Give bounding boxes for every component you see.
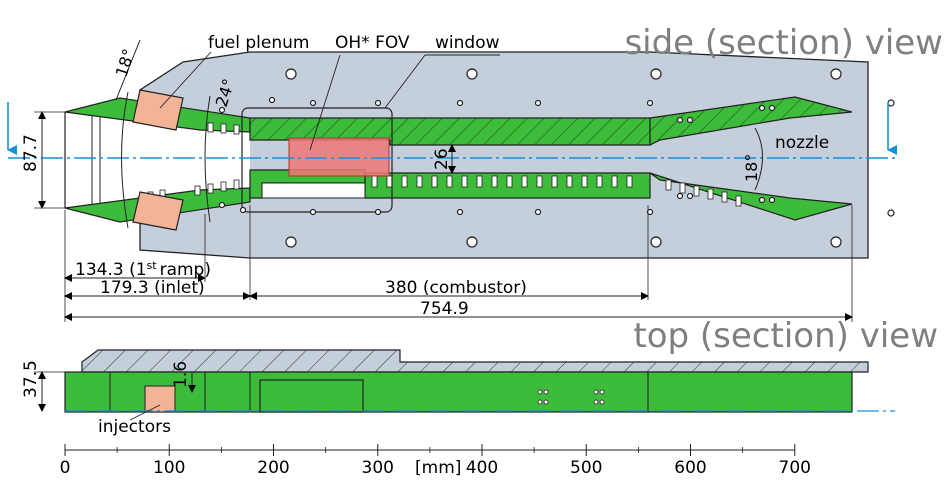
oh-fov-region bbox=[288, 137, 390, 177]
scale-tick-label-0: 0 bbox=[60, 458, 71, 478]
nozzle-upper bbox=[649, 96, 853, 146]
angle-arc-18-right bbox=[754, 127, 763, 191]
first-ramp-suffix: ramp) bbox=[160, 260, 211, 280]
inlet-injector-slots bbox=[147, 122, 240, 202]
scale-tick-label-200: 200 bbox=[257, 458, 289, 478]
top-view-title: top (section) view bbox=[633, 316, 938, 356]
dim-37-5-label: 37.5 bbox=[21, 360, 41, 398]
angle-18-left-label: 18° bbox=[112, 46, 139, 79]
scale-tick-label-100: 100 bbox=[153, 458, 185, 478]
angle-18-leader bbox=[115, 39, 141, 101]
dim-combustor-label: 380 (combustor) bbox=[385, 278, 527, 298]
dim-inlet-label: 179.3 (inlet) bbox=[100, 278, 205, 298]
scale-tick-label-600: 600 bbox=[674, 458, 706, 478]
fuel-plenum-label: fuel plenum bbox=[208, 33, 309, 53]
top-cover-plate bbox=[81, 349, 869, 373]
leader-oh-fov bbox=[309, 54, 341, 151]
scale-ticks: 0 100 200 300 400 500 600 700 bbox=[60, 444, 811, 478]
window-outline bbox=[241, 107, 393, 213]
dim-26-label: 26 bbox=[432, 148, 452, 170]
nozzle-label: nozzle bbox=[775, 133, 829, 153]
top-holes bbox=[537, 389, 605, 405]
fuel-plenum-upper bbox=[132, 89, 184, 131]
horizontal-dimensions bbox=[64, 205, 853, 322]
top-green-body bbox=[64, 371, 853, 413]
bolt-holes bbox=[218, 68, 895, 248]
window-glass bbox=[261, 182, 366, 199]
top-view bbox=[34, 349, 895, 421]
angle-18-right-label: 18° bbox=[742, 154, 761, 182]
first-ramp-sup: st bbox=[147, 259, 158, 272]
scale-unit-label: [mm] bbox=[415, 458, 461, 478]
first-ramp-value: 134.3 (1 bbox=[75, 260, 147, 280]
scale-tick-label-300: 300 bbox=[362, 458, 394, 478]
scale-bar: 0 100 200 300 400 500 600 700 bbox=[60, 444, 811, 478]
window-label: window bbox=[435, 33, 500, 53]
dim-total-label: 754.9 bbox=[420, 299, 469, 319]
nozzle-slots bbox=[665, 179, 742, 207]
angle-arc-24 bbox=[204, 95, 211, 223]
oh-fov-label: OH* FOV bbox=[335, 33, 410, 53]
injector-block bbox=[144, 385, 176, 413]
injectors-label: injectors bbox=[98, 417, 171, 437]
nozzle-lower bbox=[649, 172, 853, 221]
side-view-title: side (section) view bbox=[624, 23, 943, 63]
angle-arc-18-left bbox=[121, 91, 129, 229]
combustor-wall-slots bbox=[371, 175, 633, 188]
scale-tick-label-500: 500 bbox=[570, 458, 602, 478]
scale-tick-label-700: 700 bbox=[779, 458, 811, 478]
dim-87-7-label: 87.7 bbox=[21, 134, 41, 172]
leader-injectors bbox=[129, 404, 161, 421]
top-window bbox=[259, 379, 364, 413]
leader-window bbox=[384, 54, 426, 109]
dim-1-6-label: 1.6 bbox=[171, 361, 191, 388]
fuel-plenum-lower bbox=[132, 191, 184, 231]
side-view bbox=[7, 39, 897, 259]
inlet-channel bbox=[65, 112, 250, 208]
leader-fuel-plenum bbox=[159, 51, 212, 109]
scale-tick-label-400: 400 bbox=[466, 458, 498, 478]
